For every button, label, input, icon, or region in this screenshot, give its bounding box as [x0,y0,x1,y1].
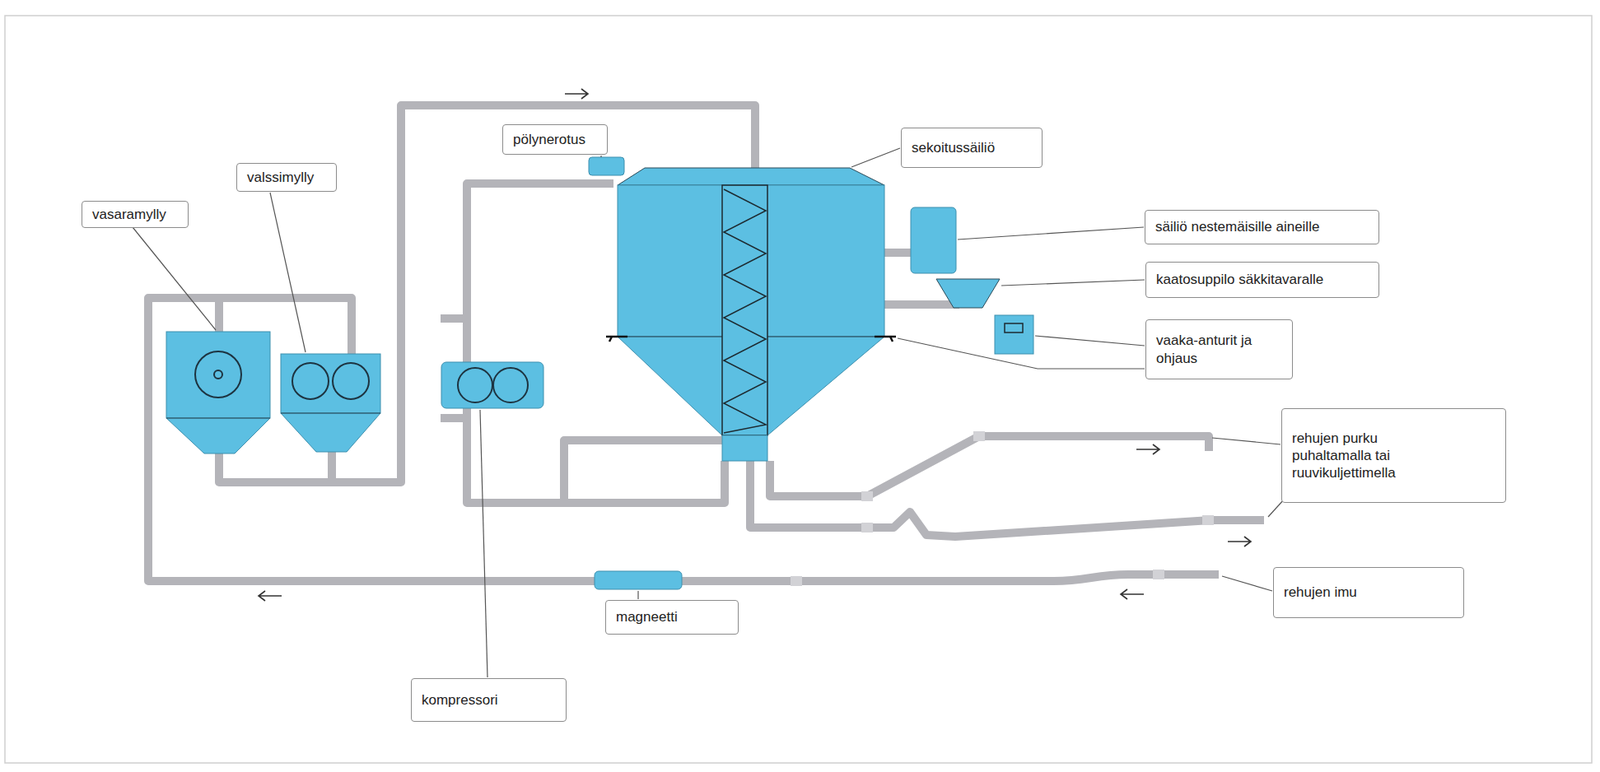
scale-controller [994,315,1034,355]
callout-label: valssimylly [247,168,327,187]
leader-line [1001,279,1145,286]
discharge-pipe [750,461,1265,537]
intake-pipe [148,298,1219,582]
pipes [148,105,1265,582]
compressor-rotor [493,368,528,403]
roller-mill-output-pipe [327,452,336,483]
hammer-mill [166,331,271,454]
pipe-joint [1152,569,1165,580]
callout-box: kompressori [410,678,567,723]
controller-box [994,315,1034,355]
callout-label: rehujen purku puhaltamalla tai ruuvikulj… [1292,429,1416,483]
bag-hopper [936,279,1000,308]
leader-line [1212,438,1281,445]
mill-body [166,331,271,419]
flow-arrow [1227,536,1251,547]
mixing-tank [606,167,896,462]
leader-line [897,338,1145,369]
pipe-stub [440,414,467,423]
callout-box: pölynerotus [502,124,608,155]
dust-separator [588,157,625,176]
mixing-screw [723,189,766,434]
mill-hopper [280,413,381,453]
leader-line [480,410,488,678]
callout-box: valssimylly [236,163,337,192]
callout-box: säiliö nestemäisille aineille [1144,209,1380,245]
liquid-pipe [884,248,911,257]
callout-label: pölynerotus [513,130,598,149]
leader-line [851,148,901,168]
rotor-hub [214,370,223,379]
pipe-stub [440,314,467,323]
callout-box: vasaramylly [81,200,189,229]
callout-label: kaatosuppilo säkkitavaralle [1156,270,1369,289]
outlet-branch-pipe [564,440,723,504]
callout-box: vaaka-anturit ja ohjaus [1145,319,1293,380]
mill-hopper [166,418,271,454]
magnet [594,571,682,590]
callout-box: rehujen imu [1273,567,1465,619]
flow-arrow [1120,589,1144,600]
compressor [441,362,544,409]
pipe-joint [790,576,803,587]
leader-lines [132,148,1285,678]
callout-box: kaatosuppilo säkkitavaralle [1145,261,1380,299]
leader-line [132,227,216,331]
controller-display [1004,323,1023,333]
pipe-joint [1202,515,1214,526]
callout-box: magneetti [605,600,739,635]
pipe-joints [790,431,1214,587]
pipe-joint [861,491,873,502]
mill-seam [280,413,381,415]
callout-label: kompressori [421,691,556,710]
callout-label: vasaramylly [92,205,178,224]
frame [4,15,1592,764]
screw-column [722,185,768,436]
callout-label: rehujen imu [1283,583,1454,602]
hammer-rotor [195,351,242,398]
pipe-joint [861,522,873,533]
flow-arrow [564,88,588,99]
flow-arrows [258,88,1251,602]
mill-body [280,354,381,414]
roller [332,363,369,400]
leader-line [600,155,602,158]
leader-line [1222,576,1273,592]
liquid-tank [910,207,957,274]
callout-label: magneetti [615,608,728,626]
hammer-mill-feed-pipe [214,298,224,332]
compressor-rotor [457,368,493,403]
leader-line [637,591,639,600]
compressor-body [441,362,544,409]
roller [292,363,329,400]
leader-line [957,227,1144,240]
weight-sensor [874,336,896,342]
flow-arrow [1136,444,1160,455]
callout-box: rehujen purku puhaltamalla tai ruuvikulj… [1281,408,1507,504]
callout-label: vaaka-anturit ja ohjaus [1156,331,1268,368]
weight-sensor [606,336,628,342]
tank-outlet [722,435,768,462]
tank-roof [617,167,885,186]
pipe-joint [973,431,985,442]
callout-label: sekoitussäiliö [911,139,1032,157]
callout-box: sekoitussäiliö [900,127,1043,168]
callout-label: säiliö nestemäisille aineille [1155,218,1369,236]
hopper-pipe [884,300,960,309]
roller-mill [280,354,381,453]
mill-seam [166,418,271,420]
discharge-pipe [769,436,1209,497]
leader-line [270,192,306,353]
flow-arrow [258,591,282,602]
leader-line [1035,335,1145,346]
